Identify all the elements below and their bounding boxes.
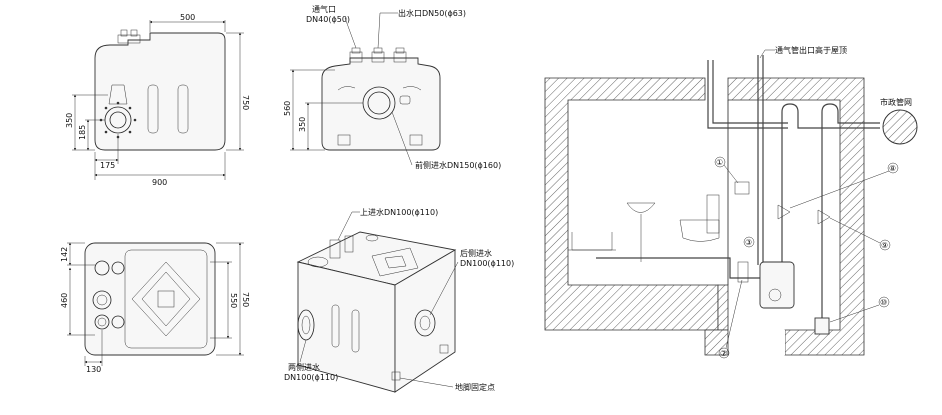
callout-7: ⑦ bbox=[720, 349, 727, 358]
dim-350-side: 350 bbox=[298, 117, 307, 132]
dim-175: 175 bbox=[100, 161, 115, 170]
isometric-view: 上进水DN100(ϕ110) 后侧进水 DN100(ϕ110) 两侧进水 DN1… bbox=[284, 207, 514, 393]
dim-900: 900 bbox=[152, 178, 167, 187]
dim-750: 750 bbox=[241, 95, 250, 110]
side-inlet-label-1: 两侧进水 bbox=[288, 362, 320, 372]
dim-550: 550 bbox=[229, 293, 238, 308]
dim-560: 560 bbox=[283, 101, 292, 116]
vent-roof-label: 通气管出口高于屋顶 bbox=[775, 45, 847, 55]
side-inlet-label-2: DN100(ϕ110) bbox=[284, 373, 338, 382]
front-view: 500 900 175 750 350 185 bbox=[65, 13, 250, 187]
dim-130: 130 bbox=[86, 365, 101, 374]
callout-3: ③ bbox=[745, 238, 752, 247]
anchor-label: 地脚固定点 bbox=[455, 382, 495, 392]
dim-750-top: 750 bbox=[241, 292, 250, 307]
callout-8: ⑧ bbox=[889, 164, 896, 173]
callout-10: ⑩ bbox=[880, 298, 887, 307]
top-view: 142 460 550 750 130 bbox=[60, 242, 250, 374]
outlet-label: 出水口DN50(ϕ63) bbox=[398, 8, 466, 18]
callout-1: ① bbox=[716, 158, 723, 167]
dim-500: 500 bbox=[180, 13, 195, 22]
vent-label-line1: 通气口 bbox=[312, 4, 336, 14]
side-view: 通气口 DN40(ϕ50) 出水口DN50(ϕ63) 前侧进水DN150(ϕ16… bbox=[283, 4, 501, 170]
callout-9: ⑨ bbox=[881, 241, 888, 250]
dim-350-front: 350 bbox=[65, 113, 74, 128]
dim-460: 460 bbox=[60, 293, 69, 308]
top-inlet-label: 上进水DN100(ϕ110) bbox=[360, 207, 438, 217]
front-inlet-label: 前侧进水DN150(ϕ160) bbox=[415, 160, 501, 170]
vent-label-line2: DN40(ϕ50) bbox=[306, 15, 350, 24]
rear-inlet-label-1: 后侧进水 bbox=[460, 248, 492, 258]
installation-diagram: 市政管网 通气管出口高于屋顶 ① ③ ⑦ ⑧ bbox=[544, 45, 918, 359]
rear-inlet-label-2: DN100(ϕ110) bbox=[460, 259, 514, 268]
dim-142: 142 bbox=[60, 247, 69, 262]
dim-185: 185 bbox=[78, 125, 87, 140]
municipal-label: 市政管网 bbox=[880, 97, 912, 107]
